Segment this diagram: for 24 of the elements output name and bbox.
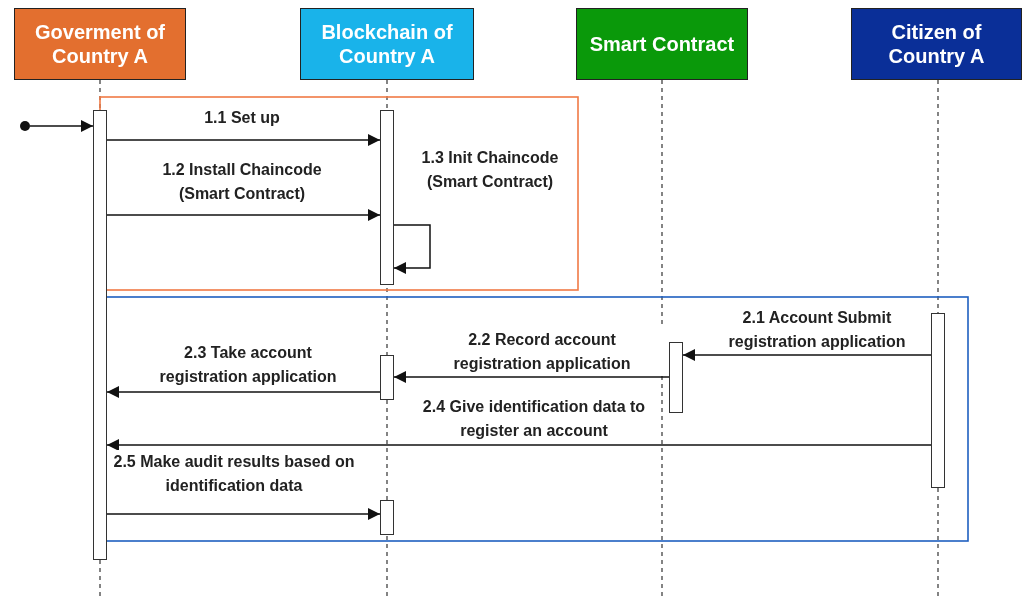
message-arrow: [106, 134, 381, 146]
message-arrow: [106, 439, 932, 451]
participant-box: [851, 8, 1022, 80]
activation-bar: [380, 110, 394, 285]
start-dot: [20, 121, 30, 131]
participant-name: Citizen of Country A: [887, 20, 986, 68]
activation-bar: [931, 313, 945, 488]
message-arrow: [682, 349, 932, 361]
message-arrow: [106, 386, 381, 398]
participant-name: Goverment of Country A: [34, 20, 166, 68]
message-arrow: [29, 120, 94, 132]
message-arrow: [106, 508, 381, 520]
activation-bar: [380, 500, 394, 535]
participant-box: [300, 8, 474, 80]
activation-bar: [669, 342, 683, 413]
message-arrow: [106, 209, 381, 221]
message-arrow: [393, 371, 670, 383]
participant-name: Smart Contract: [589, 32, 735, 56]
participant-box: [576, 8, 748, 80]
activation-bar: [380, 355, 394, 400]
self-message-arrow: [393, 224, 431, 274]
participant-box: [14, 8, 186, 80]
participant-name: Blockchain of Country A: [320, 20, 454, 68]
activation-bar: [93, 110, 107, 560]
